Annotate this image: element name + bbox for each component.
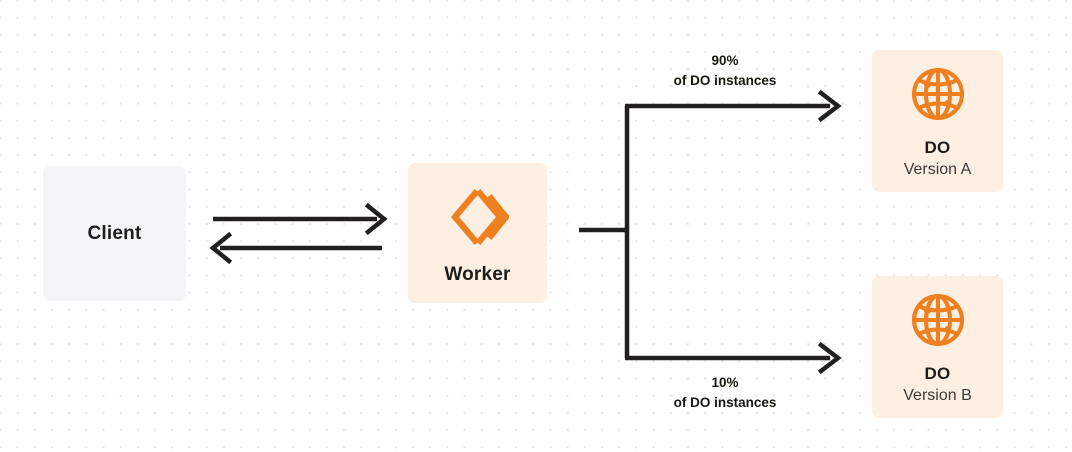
- edge-label-do-b-description: of DO instances: [673, 394, 777, 410]
- worker-label: Worker: [444, 264, 511, 285]
- cloudflare-workers-chevron-icon: [447, 186, 510, 248]
- arrow-worker-to-client: [209, 231, 382, 265]
- do-a-title: DO: [924, 138, 951, 158]
- arrow-worker-to-do-a: [625, 89, 842, 123]
- do-b-subtitle: Version B: [903, 386, 972, 404]
- edge-label-do-a: 90% of DO instances: [640, 51, 810, 90]
- do-b-title: DO: [924, 364, 951, 384]
- edge-label-do-b: 10% of DO instances: [640, 373, 810, 412]
- globe-icon: [909, 65, 967, 123]
- node-do-version-b[interactable]: DO Version B: [872, 276, 1003, 418]
- arrow-client-to-worker: [213, 202, 388, 236]
- client-label: Client: [87, 222, 142, 244]
- branch-trunk: [579, 106, 630, 358]
- edge-label-do-a-percent: 90%: [711, 53, 739, 68]
- node-client[interactable]: Client: [43, 166, 186, 301]
- node-do-version-a[interactable]: DO Version A: [872, 50, 1003, 192]
- edge-label-do-a-description: of DO instances: [673, 72, 777, 88]
- do-a-subtitle: Version A: [903, 160, 972, 178]
- edge-label-do-b-percent: 10%: [711, 375, 739, 390]
- node-worker[interactable]: Worker: [408, 163, 547, 303]
- arrow-worker-to-do-b: [625, 341, 842, 375]
- globe-icon: [909, 291, 967, 349]
